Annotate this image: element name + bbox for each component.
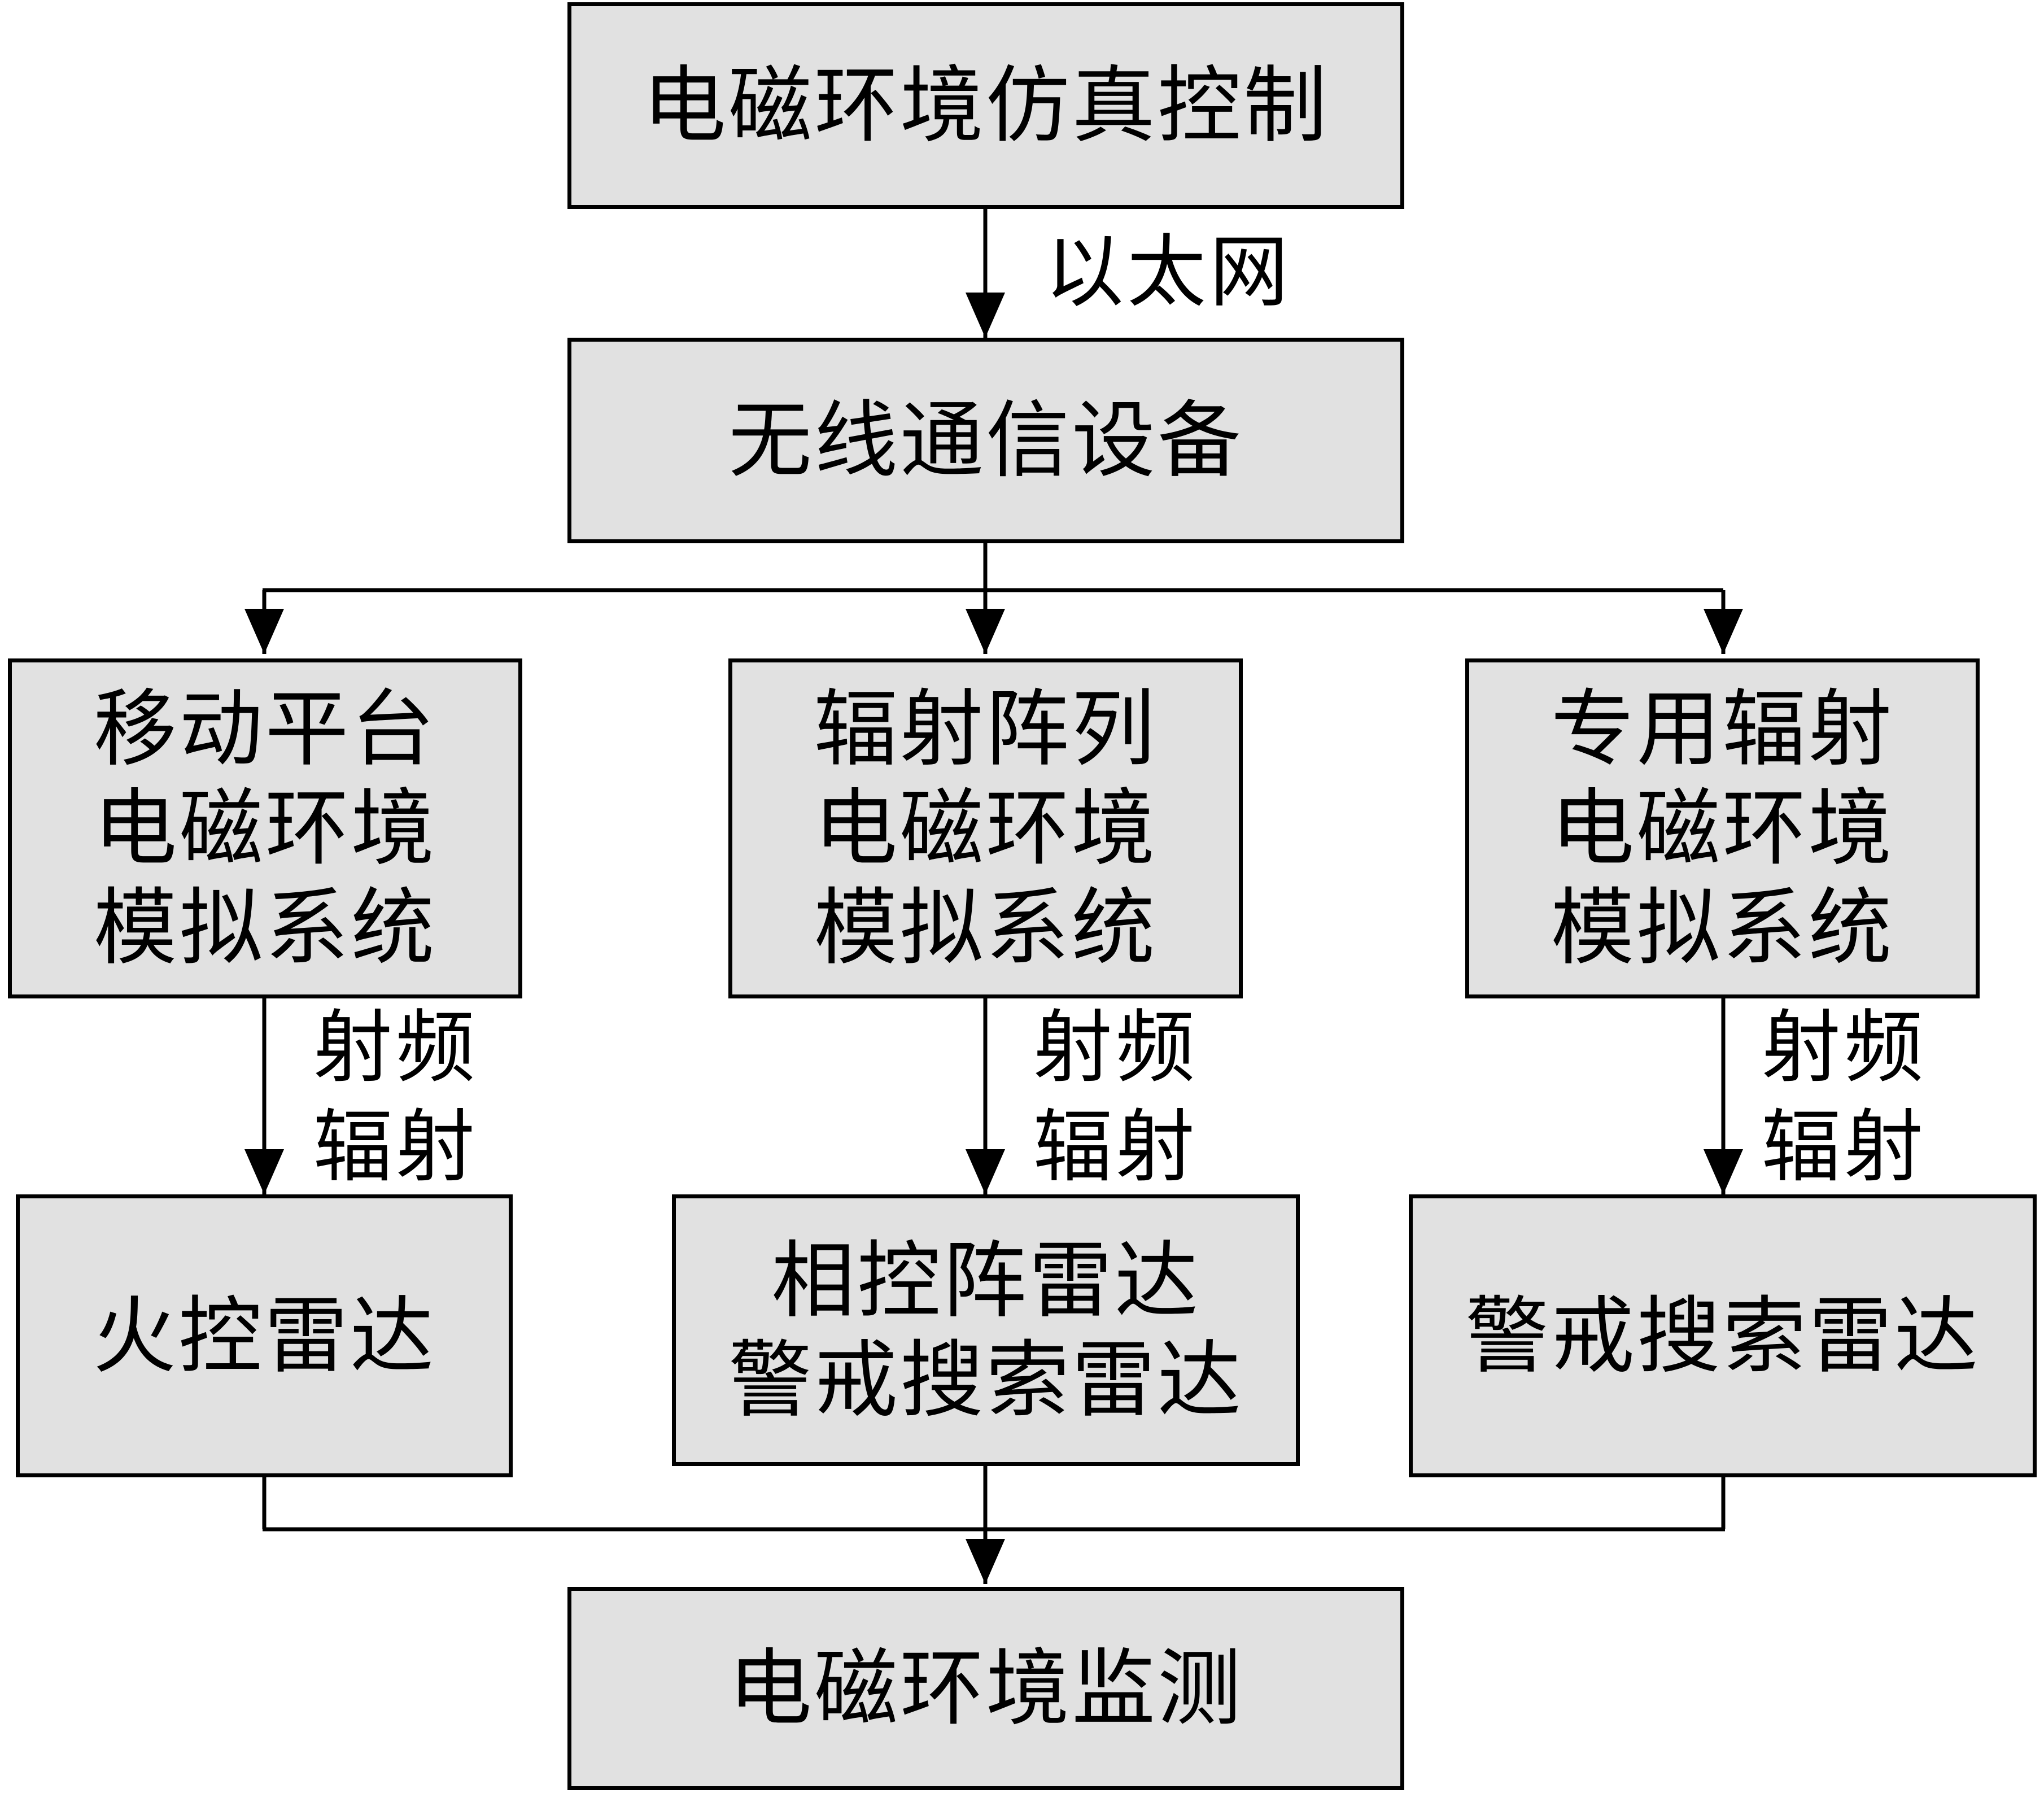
array-sim-box-label: 辐射阵列 电磁环境 模拟系统 [814,680,1158,976]
phased-radar-box-label: 相控阵雷达 警戒搜索雷达 [728,1232,1243,1429]
phased-radar-box: 相控阵雷达 警戒搜索雷达 [672,1194,1300,1466]
mobile-sim-box: 移动平台 电磁环境 模拟系统 [8,658,522,998]
control-box: 电磁环境仿真控制 [567,2,1404,209]
rf-label-right: 射频 辐射 [1762,1002,1927,1193]
fire-radar-box: 火控雷达 [16,1194,513,1477]
rf-label-middle: 射频 辐射 [1033,1002,1199,1193]
fire-radar-box-label: 火控雷达 [93,1287,436,1385]
monitor-box-label: 电磁环境监测 [728,1640,1243,1737]
dedicated-sim-box: 专用辐射 电磁环境 模拟系统 [1465,658,1980,998]
search-radar-box: 警戒搜索雷达 [1409,1194,2037,1477]
wireless-box: 无线通信设备 [567,338,1404,543]
monitor-box: 电磁环境监测 [567,1587,1404,1790]
search-radar-box-label: 警戒搜索雷达 [1465,1287,1980,1385]
dedicated-sim-box-label: 专用辐射 电磁环境 模拟系统 [1551,680,1894,976]
control-box-label: 电磁环境仿真控制 [643,57,1329,154]
mobile-sim-box-label: 移动平台 电磁环境 模拟系统 [93,680,437,976]
wireless-box-label: 无线通信设备 [728,392,1243,489]
rf-label-left: 射频 辐射 [313,1002,479,1193]
ethernet-label: 以太网 [1045,226,1292,319]
array-sim-box: 辐射阵列 电磁环境 模拟系统 [728,658,1243,998]
